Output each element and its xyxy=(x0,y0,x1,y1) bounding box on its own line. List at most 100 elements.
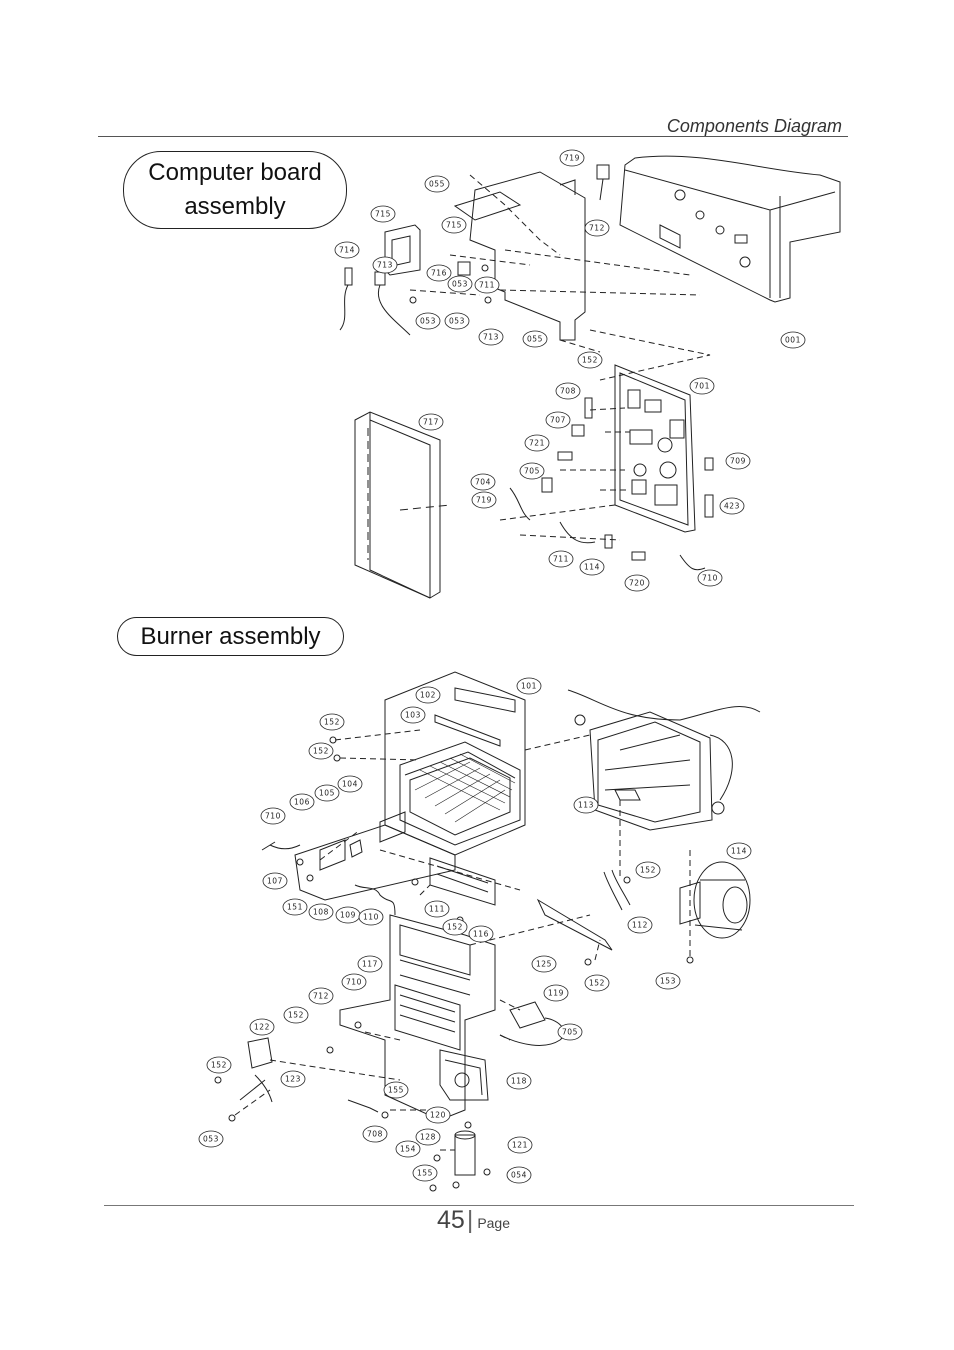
burner-callout: 122 xyxy=(249,1018,275,1036)
computer-board-callout: 715 xyxy=(370,205,396,223)
computer-board-callout-bubble xyxy=(522,330,548,348)
burner-callout: 128 xyxy=(415,1128,441,1146)
computer-board-callout: 708 xyxy=(555,382,581,400)
computer-board-callout-label: 709 xyxy=(730,457,746,466)
computer-board-callout-label: 705 xyxy=(524,467,540,476)
burner-callout: 117 xyxy=(357,955,383,973)
computer-board-callout-label: 053 xyxy=(449,317,465,326)
computer-board-callout-label: 055 xyxy=(429,180,445,189)
burner-callout-label: 121 xyxy=(512,1141,528,1150)
burner-callout-bubble xyxy=(543,984,569,1002)
burner-callout-bubble xyxy=(198,1130,224,1148)
computer-board-assembly-label: Computer board assembly xyxy=(123,151,347,229)
computer-board-callout: 053 xyxy=(415,312,441,330)
computer-board-callout: 717 xyxy=(418,413,444,431)
burner-callout-label: 152 xyxy=(211,1061,227,1070)
computer-board-callout-bubble xyxy=(418,413,444,431)
computer-board-callout: 714 xyxy=(334,241,360,259)
computer-board-callout-label: 055 xyxy=(527,335,543,344)
computer-board-callout-bubble xyxy=(725,452,751,470)
burner-callout-label: 109 xyxy=(340,911,356,920)
computer-board-callout: 701 xyxy=(689,377,715,395)
burner-callout-label: 105 xyxy=(319,789,335,798)
burner-callout-label: 053 xyxy=(203,1135,219,1144)
computer-board-callout-label: 707 xyxy=(550,416,566,425)
computer-board-callout: 055 xyxy=(522,330,548,348)
computer-board-callout-bubble xyxy=(447,275,473,293)
computer-board-callout-label: 711 xyxy=(479,281,495,290)
burner-callout-label: 122 xyxy=(254,1023,270,1032)
computer-board-callout-bubble xyxy=(689,377,715,395)
burner-callout: 121 xyxy=(507,1136,533,1154)
computer-board-callout-label: 001 xyxy=(785,336,801,345)
burner-callout-label: 152 xyxy=(447,923,463,932)
burner-callout: 152 xyxy=(283,1006,309,1024)
computer-board-callout-bubble xyxy=(424,175,450,193)
computer-board-callout: 152 xyxy=(577,351,603,369)
burner-callout-label: 152 xyxy=(589,979,605,988)
computer-board-callout-bubble xyxy=(719,497,745,515)
burner-callout-label: 104 xyxy=(342,780,358,789)
computer-board-callout: 720 xyxy=(624,574,650,592)
burner-callout: 101 xyxy=(516,677,542,695)
burner-callout: 116 xyxy=(468,925,494,943)
computer-board-callout-label: 053 xyxy=(452,280,468,289)
computer-board-callout: 114 xyxy=(579,558,605,576)
computer-board-callout: 713 xyxy=(372,256,398,274)
burner-callout-label: 054 xyxy=(511,1171,527,1180)
burner-callout: 153 xyxy=(655,972,681,990)
burner-callout: 119 xyxy=(543,984,569,1002)
computer-board-callout-label: 714 xyxy=(339,246,355,255)
computer-board-callout: 715 xyxy=(441,216,467,234)
burner-callout-bubble xyxy=(584,974,610,992)
burner-callout-label: 110 xyxy=(363,913,379,922)
computer-board-callout: 716 xyxy=(426,264,452,282)
computer-board-callout-label: 719 xyxy=(476,496,492,505)
burner-callout-bubble xyxy=(531,955,557,973)
burner-callout-label: 152 xyxy=(288,1011,304,1020)
burner-callout-bubble xyxy=(260,807,286,825)
page-separator: | xyxy=(466,1206,474,1234)
burner-callout-bubble xyxy=(314,784,340,802)
computer-board-callout-bubble xyxy=(519,462,545,480)
burner-callout-label: 107 xyxy=(267,877,283,886)
burner-callout: 123 xyxy=(280,1070,306,1088)
burner-callout: 152 xyxy=(635,861,661,879)
computer-board-callout: 719 xyxy=(471,491,497,509)
burner-callout-label: 152 xyxy=(313,747,329,756)
burner-callout: 114 xyxy=(726,842,752,860)
burner-callout-bubble xyxy=(557,1023,583,1041)
burner-callout-label: 118 xyxy=(511,1077,527,1086)
computer-board-callout-bubble xyxy=(415,312,441,330)
burner-callout: 152 xyxy=(442,918,468,936)
burner-callout: 710 xyxy=(341,973,367,991)
computer-board-callout-bubble xyxy=(372,256,398,274)
burner-callout: 154 xyxy=(395,1140,421,1158)
computer-board-callout: 713 xyxy=(478,328,504,346)
computer-board-callout-label: 715 xyxy=(375,210,391,219)
burner-callout: 152 xyxy=(319,713,345,731)
burner-callout-bubble xyxy=(262,872,288,890)
burner-callout-bubble xyxy=(726,842,752,860)
burner-callout-bubble xyxy=(468,925,494,943)
burner-callout-label: 116 xyxy=(473,930,489,939)
computer-board-callout: 712 xyxy=(584,219,610,237)
burner-callout-label: 155 xyxy=(388,1086,404,1095)
burner-callout-label: 710 xyxy=(265,812,281,821)
burner-callout-label: 101 xyxy=(521,682,537,691)
burner-assembly-label: Burner assembly xyxy=(117,617,344,656)
burner-callout-bubble xyxy=(655,972,681,990)
burner-callout: 710 xyxy=(260,807,286,825)
computer-board-callout: 053 xyxy=(447,275,473,293)
computer-board-callout-bubble xyxy=(624,574,650,592)
burner-callout-label: 114 xyxy=(731,847,747,856)
computer-board-callout-bubble xyxy=(524,434,550,452)
burner-callout: 152 xyxy=(308,742,334,760)
burner-callout-label: 712 xyxy=(313,992,329,1001)
computer-board-callouts: 719 055 715 712 714 715 716 711 053 053 713 053 713 0… xyxy=(334,149,806,592)
computer-board-callout-label: 712 xyxy=(589,224,605,233)
burner-callout: 109 xyxy=(335,906,361,924)
burner-callout: 152 xyxy=(206,1056,232,1074)
burner-callout-bubble xyxy=(337,775,363,793)
computer-board-callout: 711 xyxy=(548,550,574,568)
